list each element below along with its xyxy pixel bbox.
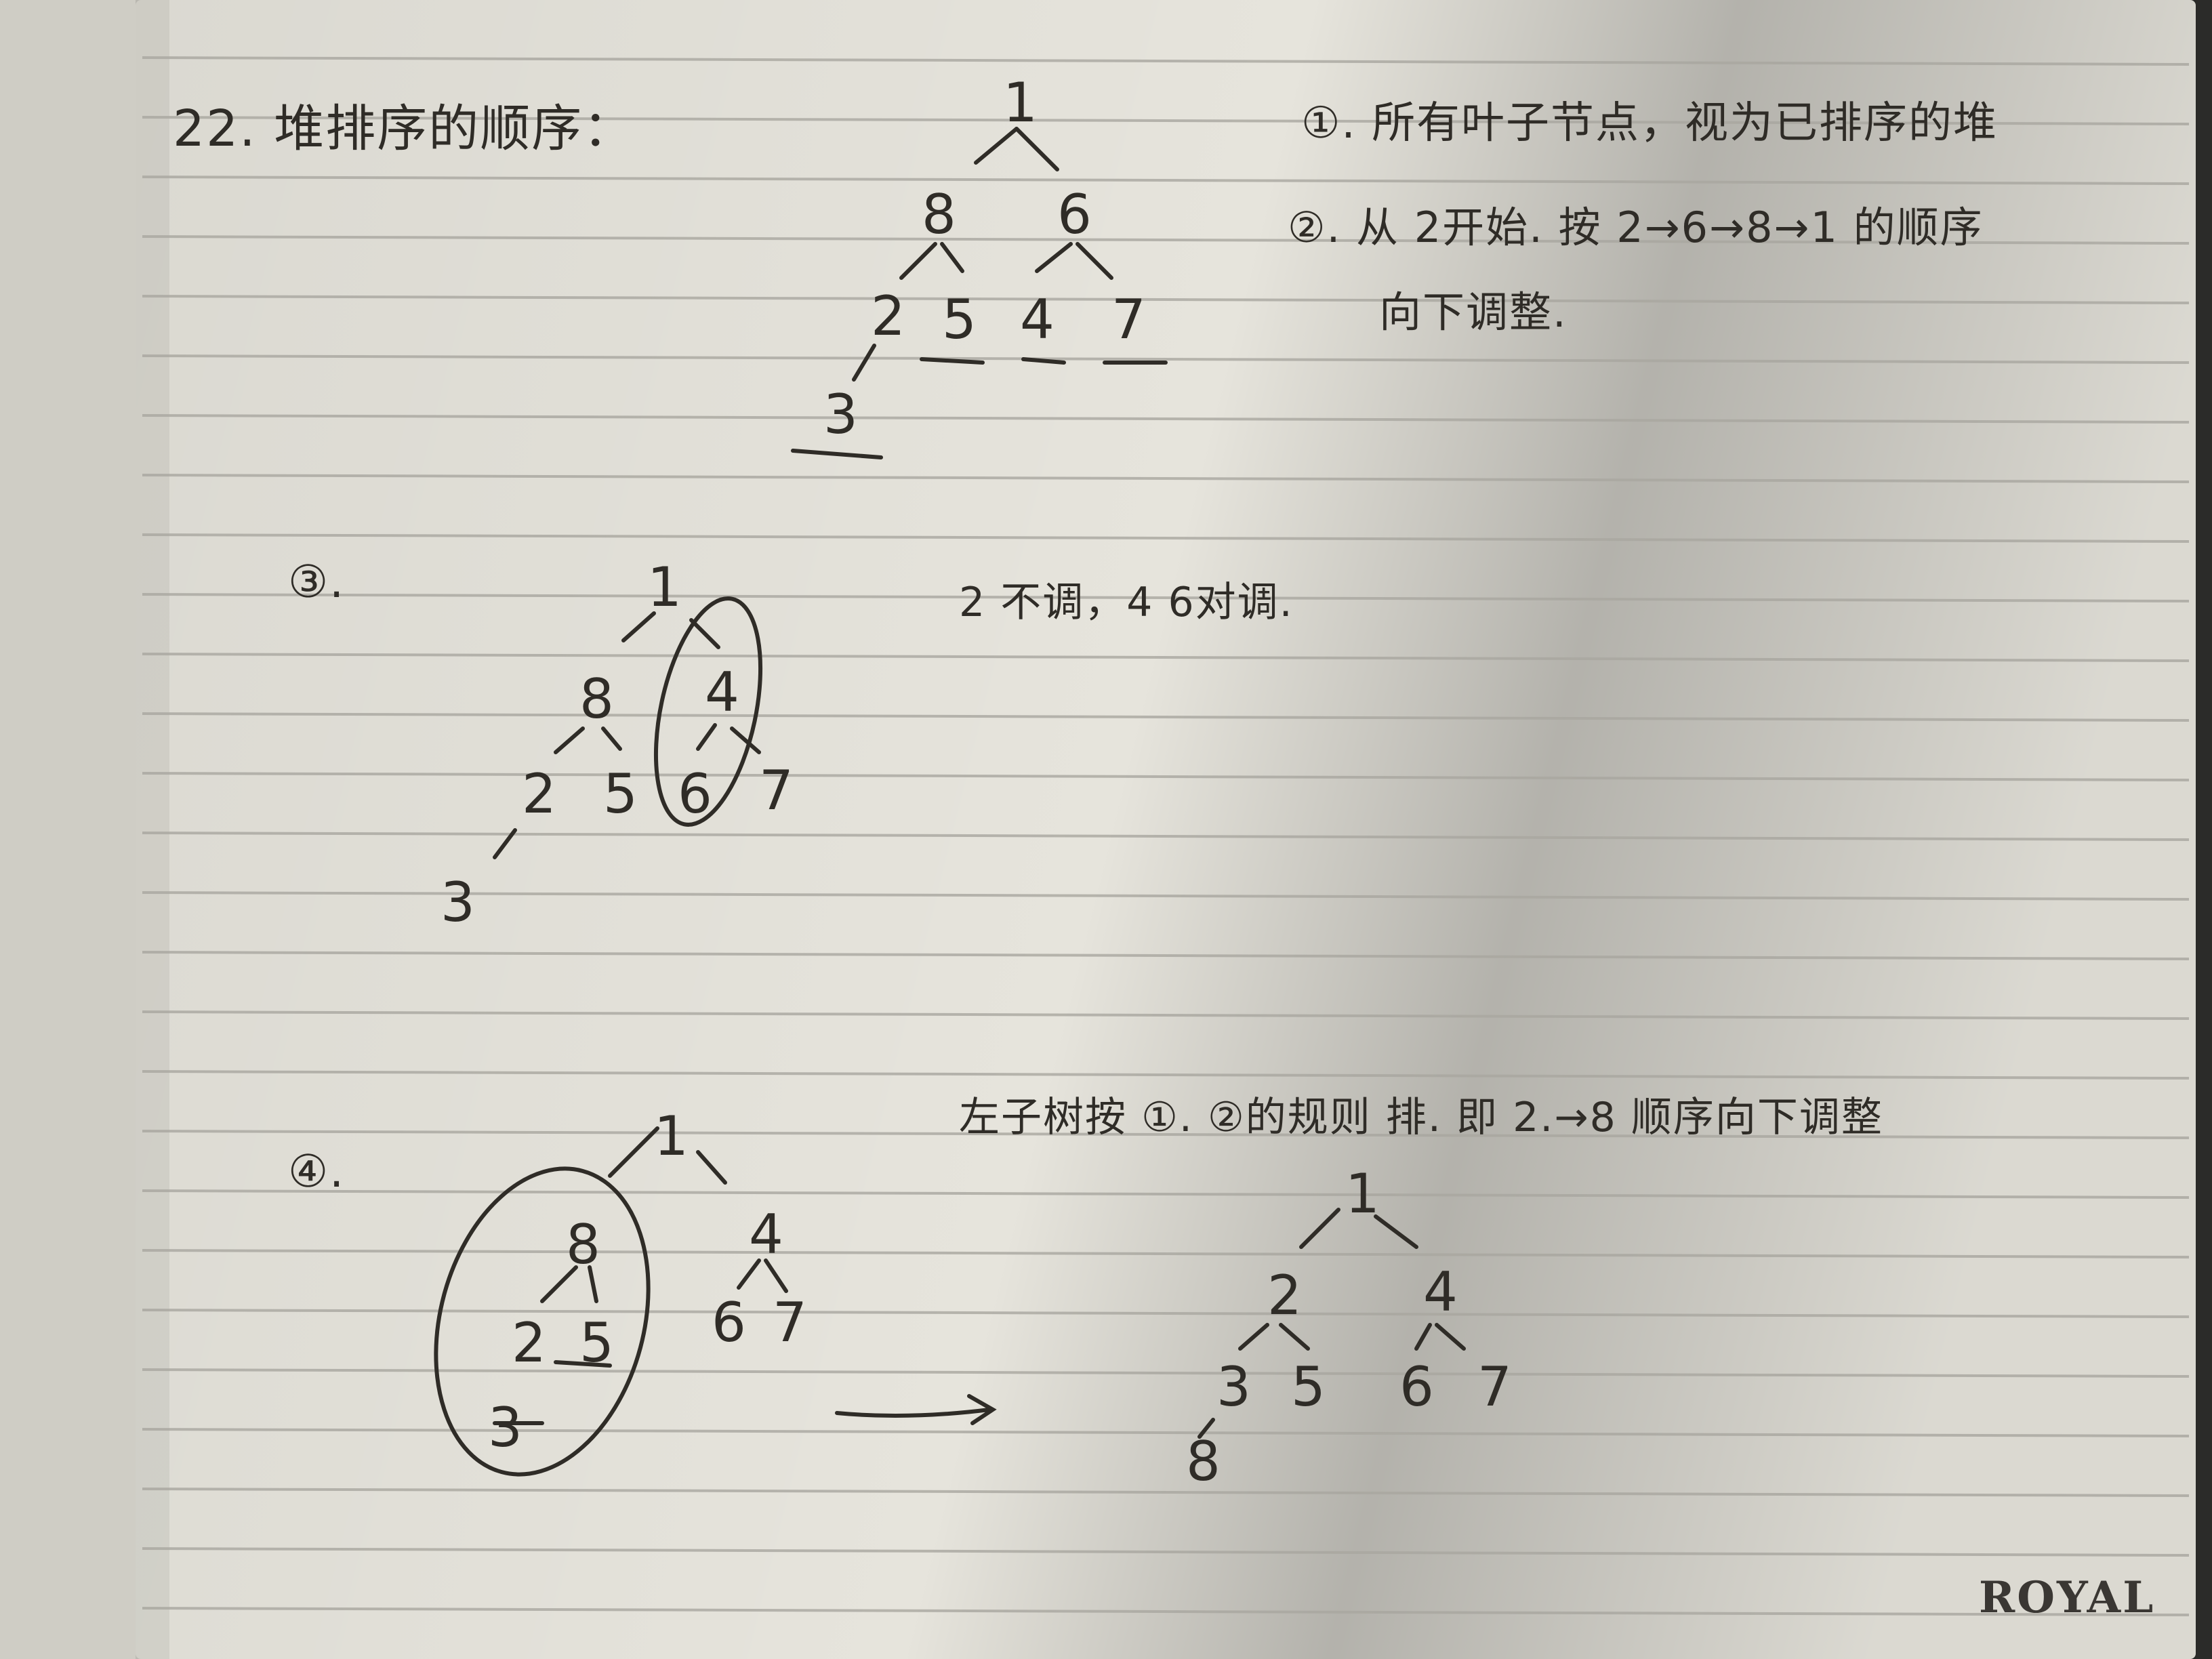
- ruled-line: [142, 414, 2190, 424]
- rule-1: ①. 所有叶子节点，视为已排序的堆: [1301, 98, 1999, 148]
- step-3-marker: ③.: [288, 556, 346, 608]
- tree-step3-edges: [493, 596, 763, 859]
- ruled-line: [142, 712, 2190, 722]
- ruled-line: [142, 56, 2190, 66]
- binding-shadow: [136, 0, 169, 1659]
- ruled-line: [142, 295, 2190, 304]
- tree-result-node: 8: [1186, 1430, 1221, 1493]
- step-4-note: 左子树按 ①. ②的规则 排. 即 2.→8 顺序向下调整: [959, 1094, 1883, 1141]
- ruled-line: [142, 354, 2190, 364]
- ruled-line: [142, 1547, 2190, 1557]
- ruled-line: [142, 1368, 2190, 1378]
- tree-initial-node: 2: [871, 285, 905, 348]
- rule-2: ②. 从 2开始. 按 2→6→8→1 的顺序: [1288, 203, 1984, 252]
- rule-2-continued: 向下调整.: [1379, 287, 1568, 337]
- tree-result-edges: [1197, 1208, 1466, 1439]
- ruled-line: [142, 235, 2190, 245]
- tree-step4-node: 8: [566, 1213, 600, 1276]
- tree-result-node: 4: [1423, 1261, 1458, 1324]
- ruled-line: [142, 772, 2190, 781]
- ruled-line: [142, 533, 2190, 543]
- tree-result-node: 2: [1267, 1264, 1302, 1327]
- ruled-line: [142, 1010, 2190, 1020]
- tree-step3-node: 3: [441, 871, 475, 934]
- tree-step3-node: 5: [603, 762, 638, 825]
- arrow-shape: [835, 1394, 997, 1425]
- tree-step4-node: 1: [654, 1105, 689, 1168]
- ruled-line: [142, 653, 2190, 662]
- ruled-line: [142, 116, 2190, 125]
- tree-step3-node: 6: [678, 762, 712, 825]
- tree-result-node: 6: [1399, 1355, 1434, 1418]
- tree-initial-node: 6: [1057, 183, 1092, 246]
- brand-logo: ROYAL: [1979, 1572, 2156, 1623]
- step-4-marker: ④.: [288, 1145, 346, 1197]
- ruled-line: [142, 474, 2190, 483]
- tree-result-node: 3: [1216, 1355, 1251, 1418]
- tree-step3-node: 7: [759, 759, 794, 822]
- tree-initial-node: 5: [942, 288, 977, 351]
- ruled-line: [142, 1428, 2190, 1437]
- step-3-note: 2 不调，4 6对调.: [959, 579, 1294, 626]
- tree-initial-node: 8: [922, 183, 956, 246]
- tree-step4-node: 4: [749, 1203, 783, 1266]
- tree-step4-node: 2: [512, 1311, 546, 1374]
- tree-initial-node: 7: [1111, 288, 1146, 351]
- tree-result-node: 7: [1477, 1355, 1512, 1418]
- ruled-line: [142, 1070, 2190, 1080]
- ruled-line: [142, 891, 2190, 901]
- tree-step4-node: 6: [712, 1291, 746, 1354]
- tree-step3-node: 8: [579, 668, 614, 731]
- ruled-lines: [142, 56, 2190, 1616]
- ruled-line: [142, 1309, 2190, 1318]
- page-shadow: [136, 0, 2196, 1659]
- tree-initial-edges: [791, 127, 1168, 459]
- tree-result-node: 5: [1291, 1355, 1326, 1418]
- ruled-line: [142, 1488, 2190, 1497]
- tree-step4-node: 5: [579, 1311, 614, 1374]
- tree-step3-node: 1: [647, 556, 682, 619]
- ruled-line: [142, 1607, 2190, 1616]
- tree-initial-node: 1: [1003, 71, 1038, 134]
- tree-initial-node: 3: [823, 383, 858, 446]
- tree-initial-node: 4: [1020, 288, 1054, 351]
- tree-step3-node: 4: [705, 661, 739, 724]
- ruled-line: [142, 832, 2190, 841]
- tree-step3-node: 2: [522, 762, 556, 825]
- tree-result-node: 1: [1345, 1162, 1380, 1225]
- tree-step4-node: 7: [773, 1291, 807, 1354]
- ruled-line: [142, 593, 2190, 602]
- ruled-line: [142, 951, 2190, 960]
- tree-step4-node: 3: [488, 1396, 523, 1459]
- ruled-line: [142, 1249, 2190, 1258]
- tree-step4-edges: [434, 1126, 788, 1477]
- ruled-line: [142, 1189, 2190, 1199]
- ruled-line: [142, 176, 2190, 185]
- ruled-line: [142, 1130, 2190, 1139]
- note-title: 22. 堆排序的顺序：: [173, 100, 635, 158]
